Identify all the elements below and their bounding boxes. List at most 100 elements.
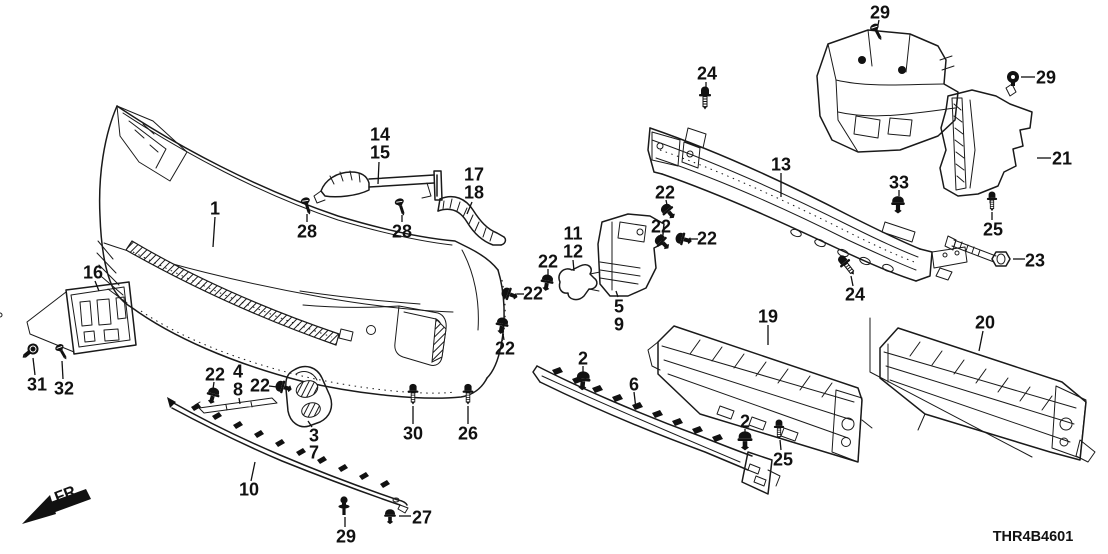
leader-line	[238, 397, 241, 405]
part-callout-25[interactable]: 25	[983, 220, 1003, 240]
section-divider-line	[869, 317, 1033, 458]
part-callout-5[interactable]: 5	[614, 297, 624, 317]
part-callout-22[interactable]: 22	[538, 252, 558, 272]
shutter-grille-right-drawing	[879, 327, 1096, 463]
part-callout-22[interactable]: 22	[655, 183, 675, 203]
leader-line	[877, 19, 880, 26]
fog-garnish-strip-drawing	[194, 397, 278, 414]
part-callout-11[interactable]: 11	[563, 224, 582, 244]
long-bolt-drawing	[944, 235, 1011, 267]
stud-bolt-icon	[338, 496, 350, 515]
part-callout-27[interactable]: 27	[412, 508, 432, 528]
part-callout-29[interactable]: 29	[336, 527, 356, 547]
part-callout-28[interactable]: 28	[297, 222, 317, 242]
part-callout-12[interactable]: 12	[563, 242, 583, 262]
round-bolt-icon	[18, 340, 42, 363]
part-callout-25[interactable]: 25	[773, 450, 793, 470]
push-clip-icon	[674, 230, 694, 248]
push-clip-icon	[204, 386, 222, 406]
push-clip-icon	[274, 378, 294, 396]
fr-direction-arrow: FR.	[22, 482, 91, 524]
part-callout-20[interactable]: 20	[975, 313, 995, 333]
leader-lines	[32, 19, 1051, 527]
upper-beam-bracket-drawing	[313, 170, 443, 204]
leader-line	[250, 461, 256, 482]
part-callout-21[interactable]: 21	[1052, 149, 1072, 169]
leader-line	[779, 439, 782, 451]
parts-layer	[0, 29, 1096, 514]
part-callout-29[interactable]: 29	[1036, 68, 1056, 88]
leader-line	[94, 280, 100, 292]
push-clip-icon	[891, 196, 905, 214]
screw-icon	[393, 196, 409, 218]
push-clip-icon	[384, 509, 396, 525]
leader-line	[850, 275, 854, 287]
leader-line	[572, 259, 575, 272]
leader-line	[466, 201, 473, 215]
part-callout-2[interactable]: 2	[740, 412, 750, 432]
part-callout-15[interactable]: 15	[370, 143, 390, 163]
part-callout-3[interactable]: 3	[309, 426, 319, 446]
flange-bolt-icon	[407, 383, 419, 405]
side-baffle-drawing	[939, 83, 1033, 204]
part-callout-22[interactable]: 22	[523, 284, 543, 304]
push-clip-icon	[737, 431, 753, 451]
leader-line	[377, 161, 380, 185]
part-callout-23[interactable]: 23	[1025, 251, 1045, 271]
part-callout-2[interactable]: 2	[578, 349, 588, 369]
flange-bolt-icon	[698, 86, 712, 110]
beam-side-bracket-drawing	[597, 213, 665, 297]
part-callout-13[interactable]: 13	[771, 155, 791, 175]
part-callout-24[interactable]: 24	[697, 64, 717, 84]
air-duct-assembly-drawing	[816, 29, 959, 153]
part-callout-1[interactable]: 1	[210, 199, 220, 219]
part-callout-18[interactable]: 18	[464, 183, 484, 203]
part-callout-19[interactable]: 19	[758, 307, 778, 327]
part-callout-22[interactable]: 22	[205, 365, 225, 385]
part-callout-6[interactable]: 6	[629, 375, 639, 395]
corner-spacer-drawing	[437, 195, 507, 246]
leader-line	[615, 290, 619, 298]
front-bumper-face-drawing	[96, 105, 506, 399]
part-callout-22[interactable]: 22	[495, 339, 515, 359]
part-callout-33[interactable]: 33	[889, 173, 909, 193]
grommet-icon	[1007, 71, 1019, 86]
part-callout-10[interactable]: 10	[239, 480, 259, 500]
part-callout-7[interactable]: 7	[309, 443, 319, 463]
part-callout-16[interactable]: 16	[83, 263, 103, 283]
part-callout-17[interactable]: 17	[464, 165, 484, 185]
fog-light-bezel-drawing	[285, 365, 333, 428]
part-callout-31[interactable]: 31	[27, 375, 47, 395]
leader-line	[61, 360, 64, 380]
flange-bolt-icon	[986, 191, 998, 212]
leader-line	[978, 330, 984, 352]
part-callout-30[interactable]: 30	[403, 424, 423, 444]
part-callout-29[interactable]: 29	[870, 3, 890, 23]
part-callout-32[interactable]: 32	[54, 379, 74, 399]
part-callout-4[interactable]: 4	[233, 362, 243, 382]
part-callout-26[interactable]: 26	[458, 424, 478, 444]
fr-arrow-head-icon	[22, 495, 56, 524]
part-callout-24[interactable]: 24	[845, 285, 865, 305]
part-callout-28[interactable]: 28	[392, 222, 412, 242]
leader-line	[307, 420, 313, 428]
leader-line	[633, 391, 637, 410]
leader-line	[212, 216, 216, 248]
part-callout-14[interactable]: 14	[370, 125, 390, 145]
screw-icon	[53, 342, 71, 363]
part-callout-22[interactable]: 22	[250, 376, 270, 396]
part-callout-22[interactable]: 22	[697, 229, 717, 249]
part-callout-9[interactable]: 9	[614, 315, 624, 335]
license-plate-base-drawing	[0, 281, 137, 355]
bumper-beam-drawing	[647, 127, 968, 282]
shutter-grille-left-drawing	[647, 325, 873, 463]
part-callout-8[interactable]: 8	[233, 380, 243, 400]
part-callout-22[interactable]: 22	[651, 217, 671, 237]
push-clip-icon	[494, 316, 510, 335]
projection-lines	[26, 291, 75, 353]
fr-arrow-shaft-icon	[45, 489, 91, 514]
lower-absorber-drawing	[532, 365, 781, 495]
